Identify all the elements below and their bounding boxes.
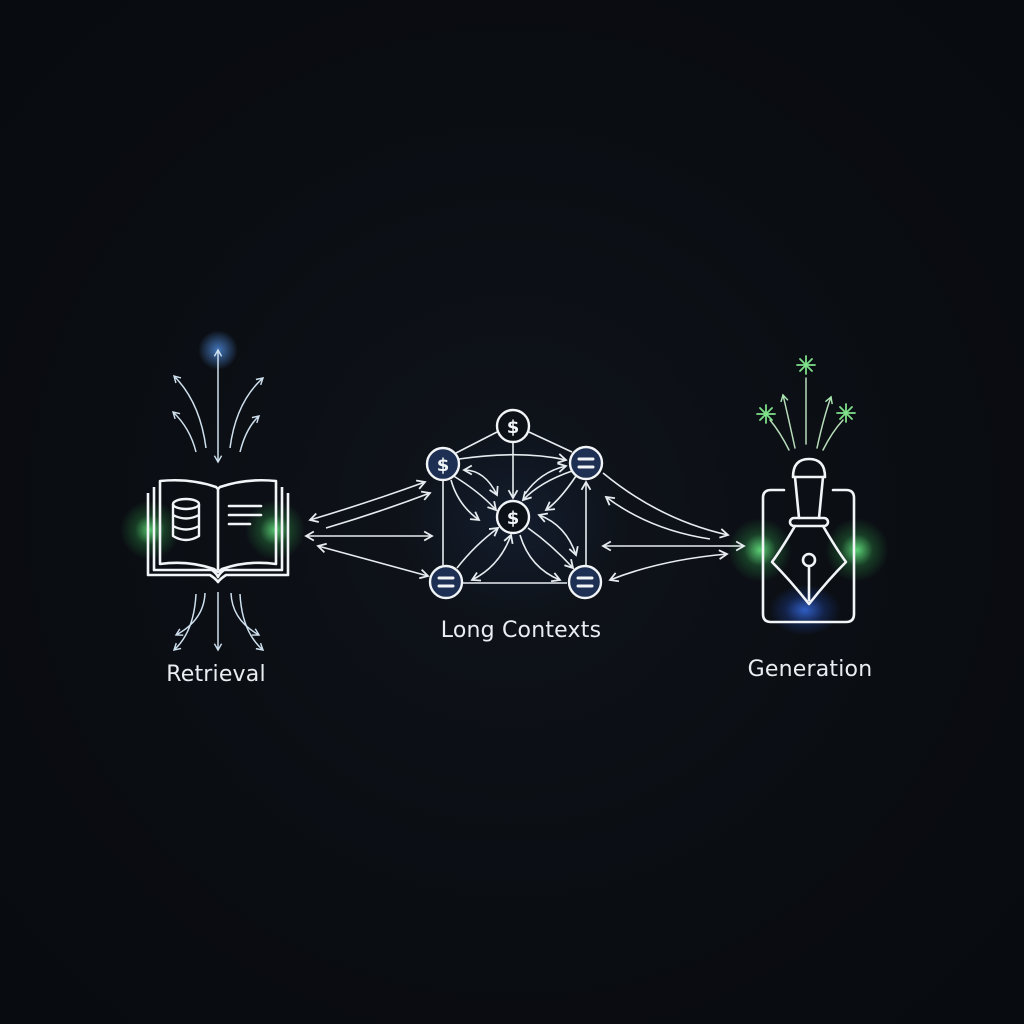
equals-icon xyxy=(576,576,594,588)
network-nodes: $ $ $ xyxy=(425,408,604,600)
network-generation-connectors xyxy=(601,472,746,583)
dollar-icon: $ xyxy=(507,417,520,438)
fountain-pen-icon xyxy=(761,457,856,624)
retrieval-bottom-arrows xyxy=(172,592,265,652)
retrieval-network-connectors xyxy=(304,479,434,580)
network-node-upper-left: $ xyxy=(425,446,461,482)
equals-icon xyxy=(437,576,455,588)
sparkle-icon xyxy=(796,355,816,375)
network-node-center: $ xyxy=(495,499,531,535)
dollar-icon: $ xyxy=(437,455,450,476)
sparkle-icon xyxy=(836,403,856,423)
network-node-top: $ xyxy=(495,408,531,444)
text-lines-icon xyxy=(227,504,263,526)
equals-icon xyxy=(577,457,595,469)
generation-sparks xyxy=(756,355,856,451)
long-contexts-label: Long Contexts xyxy=(440,618,602,643)
network-node-upper-right xyxy=(568,445,604,481)
dollar-icon: $ xyxy=(507,508,520,529)
network-node-lower-right xyxy=(567,564,603,600)
sparkle-icon xyxy=(756,404,776,424)
database-icon xyxy=(171,497,201,542)
generation-label: Generation xyxy=(747,657,873,682)
retrieval-top-arrows xyxy=(171,348,265,464)
network-node-lower-left xyxy=(428,564,464,600)
retrieval-label: Retrieval xyxy=(166,662,266,687)
network-edges xyxy=(442,431,592,584)
frame xyxy=(761,488,856,624)
open-book-database-icon xyxy=(146,478,290,584)
